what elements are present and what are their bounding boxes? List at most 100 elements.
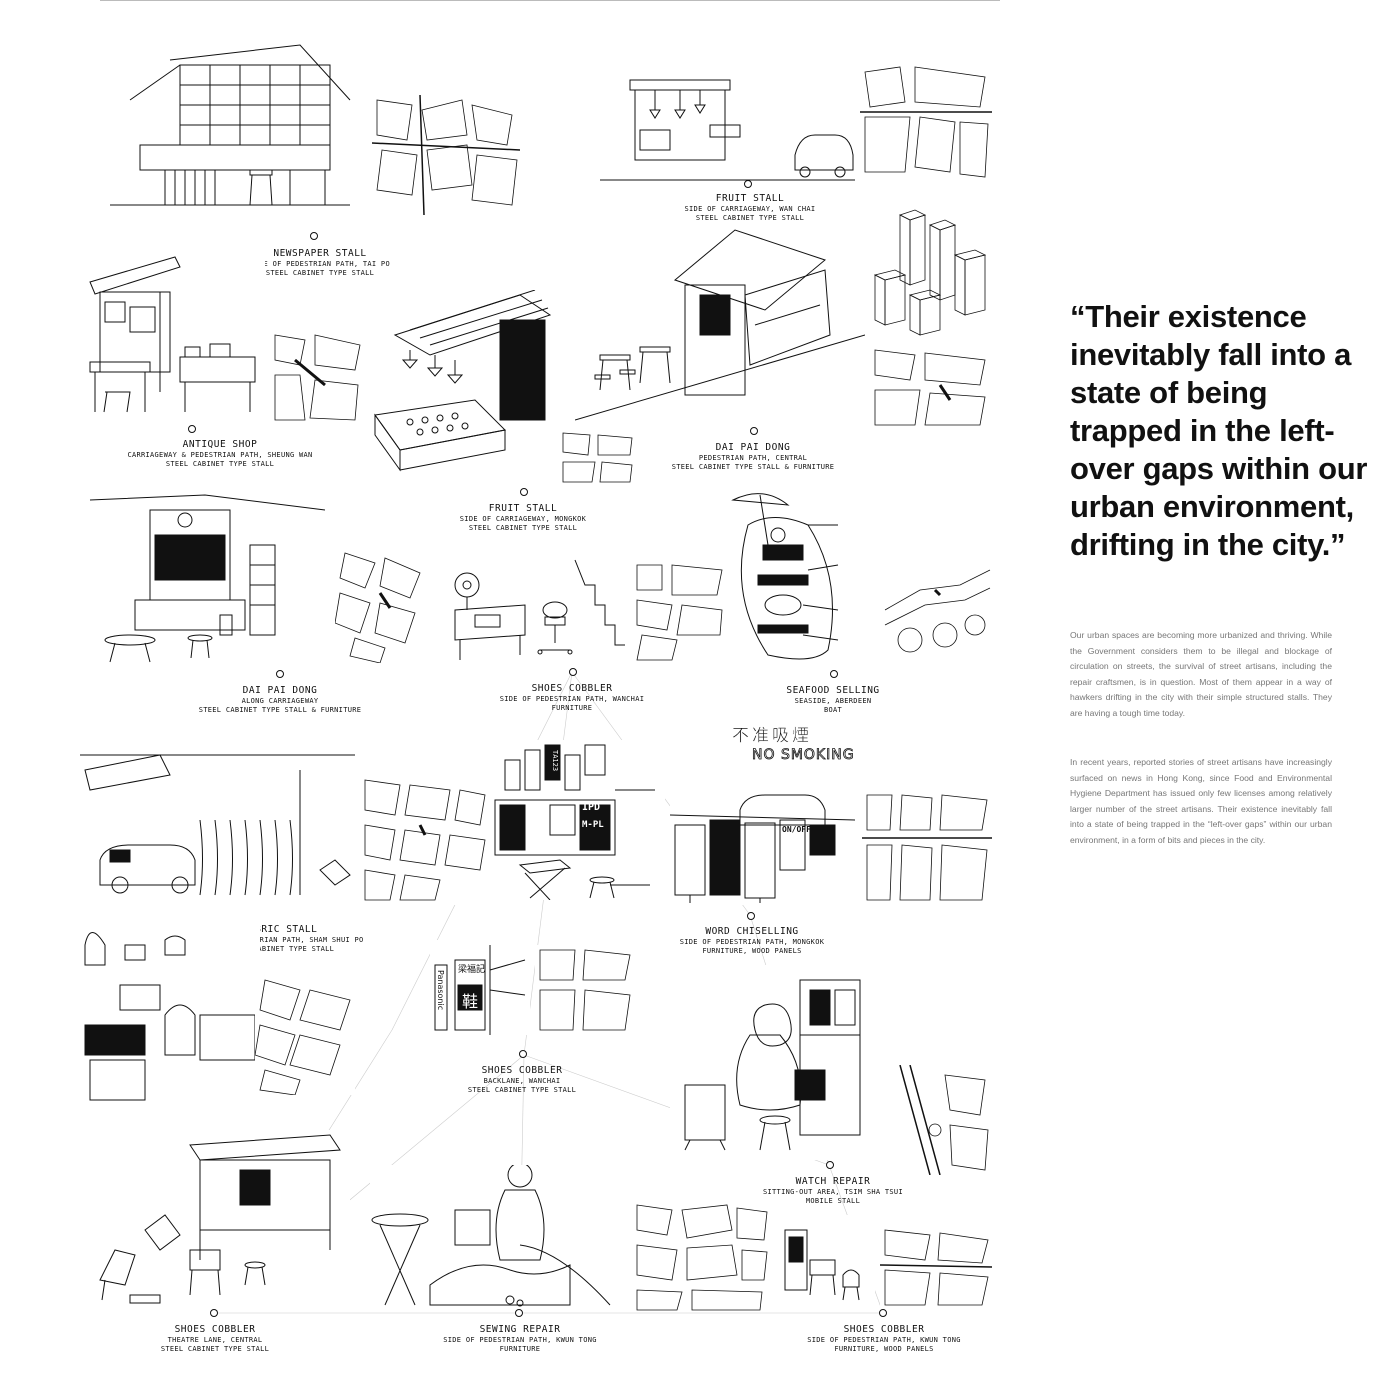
- caption-type: FURNITURE: [499, 1344, 541, 1353]
- watch-repair-marker: [826, 1161, 834, 1169]
- caption-location: BACKLANE, WANCHAI: [483, 1076, 561, 1085]
- caption-type: STEEL CABINET TYPE STALL: [695, 213, 805, 222]
- fabric-stall-furniture-map: [255, 975, 355, 1095]
- sign-ta123: TA123: [551, 750, 559, 772]
- shoes-cobbler-wanchai-sketch: [445, 555, 625, 665]
- no-smoking-chinese: 不准吸煙: [732, 726, 812, 747]
- shoes-cobbler-backlane-marker: [519, 1050, 527, 1058]
- antique-shop-caption: ANTIQUE SHOP CARRIAGEWAY & PEDESTRIAN PA…: [100, 439, 340, 468]
- caption-location: SIDE OF CARRIAGEWAY, WAN CHAI: [684, 204, 816, 213]
- kwun-tong-map-right: [880, 1225, 992, 1310]
- sign-cobbler-name: 梁福記: [458, 965, 486, 975]
- sign-mpl: M-PL: [582, 820, 604, 830]
- caption-type: STEEL CABINET TYPE STALL: [160, 1344, 270, 1353]
- caption-title: SEWING REPAIR: [479, 1324, 561, 1335]
- fruit-stall-wanchai-sketch: [600, 60, 855, 185]
- no-smoking-english: NO SMOKING: [752, 747, 855, 764]
- seafood-boat-map: [880, 550, 992, 660]
- kwun-tong-cobbler-marker: [879, 1309, 887, 1317]
- newspaper-stall-marker: [310, 232, 318, 240]
- caption-title: SEAFOOD SELLING: [786, 685, 880, 696]
- caption-location: SEASIDE, ABERDEEN: [794, 696, 872, 705]
- caption-title: FRUIT STALL: [715, 193, 785, 204]
- caption-type: STEEL CABINET TYPE STALL: [468, 523, 578, 532]
- caption-type: BOAT: [823, 705, 843, 714]
- caption-type: FURNITURE, WOOD PANELS: [834, 1344, 934, 1353]
- kwun-tong-cobbler-caption: SHOES COBBLER SIDE OF PEDESTRIAN PATH, K…: [764, 1324, 1004, 1353]
- shoes-cobbler-wanchai-caption: SHOES COBBLER SIDE OF PEDESTRIAN PATH, W…: [452, 683, 692, 712]
- fruit-stall-mongkok-sketch: [370, 290, 555, 480]
- dai-pai-dong-central-sketch: [575, 225, 865, 425]
- caption-location: SIDE OF PEDESTRIAN PATH, MONGKOK: [679, 937, 825, 946]
- seafood-selling-caption: SEAFOOD SELLING SEASIDE, ABERDEEN BOAT: [713, 685, 953, 714]
- sign-shoe: 鞋: [462, 992, 479, 1011]
- caption-title: SHOES COBBLER: [481, 1065, 563, 1076]
- kwun-tong-map-left: [632, 1200, 772, 1312]
- fabric-stall-caption: FABRIC STALL SIDE OF PEDESTRIAN PATH, SH…: [160, 924, 400, 953]
- caption-location: SIDE OF PEDESTRIAN PATH, SHAM SHUI PO: [196, 935, 364, 944]
- word-chiselling-sketch: 不准吸煙 NO SMOKING ON/OFF: [670, 715, 855, 905]
- fabric-stall-map: [360, 775, 490, 905]
- caption-type: MOBILE STALL: [805, 1196, 861, 1205]
- sketch-sheet: NEWSPAPER STALL SIDE OF PEDESTRIAN PATH,…: [80, 40, 1004, 1353]
- theatre-lane-cobbler-marker: [210, 1309, 218, 1317]
- antique-shop-map: [270, 330, 365, 425]
- caption-title: WATCH REPAIR: [795, 1176, 871, 1187]
- dai-pai-dong-along-marker: [276, 670, 284, 678]
- caption-type: STEEL CABINET TYPE STALL: [467, 1085, 577, 1094]
- dai-pai-dong-central-caption: DAI PAI DONG PEDESTRIAN PATH, CENTRAL ST…: [633, 442, 873, 471]
- shoes-cobbler-backlane-sketch: Panasonic 梁福記 鞋: [430, 940, 530, 1035]
- sign-ipd: IPD: [582, 802, 601, 813]
- caption-type: STEEL CABINET TYPE STALL & FURNITURE: [198, 705, 362, 714]
- fruit-stall-mongkok-marker: [520, 488, 528, 496]
- fruit-stall-wanchai-caption: FRUIT STALL SIDE OF CARRIAGEWAY, WAN CHA…: [630, 193, 870, 222]
- caption-title: NEWSPAPER STALL: [273, 248, 367, 259]
- word-chiselling-caption: WORD CHISELLING SIDE OF PEDESTRIAN PATH,…: [632, 926, 872, 955]
- fruit-stall-mongkok-map: [560, 430, 635, 485]
- fruit-stall-wanchai-marker: [744, 180, 752, 188]
- caption-type: FURNITURE, WOOD PANELS: [702, 946, 802, 955]
- sign-onoff: ON/OFF: [782, 825, 811, 834]
- caption-location: THEATRE LANE, CENTRAL: [167, 1335, 263, 1344]
- caption-type: STEEL CABINET TYPE STALL: [165, 459, 275, 468]
- caption-location: SIDE OF PEDESTRIAN PATH, TAI PO: [250, 259, 390, 268]
- watch-repair-map: [890, 1065, 992, 1175]
- word-chiselling-map: [862, 790, 992, 905]
- top-rule: [100, 0, 1000, 1]
- caption-location: ALONG CARRIAGEWAY: [241, 696, 319, 705]
- dai-pai-dong-central-marker: [750, 427, 758, 435]
- dai-pai-dong-along-caption: DAI PAI DONG ALONG CARRIAGEWAY STEEL CAB…: [160, 685, 400, 714]
- dai-pai-dong-central-3d-map: [870, 205, 990, 340]
- caption-title: SHOES COBBLER: [174, 1324, 256, 1335]
- watch-repair-caption: WATCH REPAIR SITTING-OUT AREA, TSIM SHA …: [713, 1176, 953, 1205]
- caption-location: CARRIAGEWAY & PEDESTRIAN PATH, SHEUNG WA…: [127, 450, 313, 459]
- kwun-tong-cobbler-sketch: [775, 1215, 875, 1310]
- caption-type: STEEL CABINET TYPE STALL: [225, 944, 335, 953]
- theatre-lane-cobbler-caption: SHOES COBBLER THEATRE LANE, CENTRAL STEE…: [95, 1324, 335, 1353]
- caption-location: SIDE OF CARRIAGEWAY, MONGKOK: [459, 514, 587, 523]
- caption-type: STEEL CABINET TYPE STALL: [265, 268, 375, 277]
- fabric-stall-sketch: [80, 750, 355, 900]
- dai-pai-dong-along-map: [335, 548, 430, 663]
- watch-repair-sketch: [670, 965, 885, 1160]
- sewing-repair-marker: [515, 1309, 523, 1317]
- caption-location: SIDE OF PEDESTRIAN PATH, WANCHAI: [499, 694, 645, 703]
- newspaper-stall-sketch: [100, 40, 360, 210]
- second-paragraph: In recent years, reported stories of str…: [1070, 757, 1332, 845]
- newspaper-stall-caption: NEWSPAPER STALL SIDE OF PEDESTRIAN PATH,…: [200, 248, 440, 277]
- caption-location: SIDE OF PEDESTRIAN PATH, KWUN TONG: [443, 1335, 597, 1344]
- intro-paragraph: Our urban spaces are becoming more urban…: [1070, 630, 1332, 718]
- caption-type: FURNITURE: [551, 703, 593, 712]
- shoes-cobbler-backlane-map: [535, 945, 635, 1035]
- fruit-stall-wanchai-map: [860, 62, 992, 182]
- sign-panasonic: Panasonic: [436, 970, 445, 1011]
- sewing-repair-sketch: [370, 1165, 630, 1310]
- caption-title: FABRIC STALL: [242, 924, 318, 935]
- caption-title: SHOES COBBLER: [843, 1324, 925, 1335]
- seafood-selling-marker: [830, 670, 838, 678]
- seafood-boat-sketch: [728, 485, 878, 660]
- antique-shop-sketch: [85, 252, 265, 417]
- caption-title: ANTIQUE SHOP: [182, 439, 258, 450]
- dai-pai-dong-central-map: [870, 345, 990, 430]
- theatre-lane-cobbler-sketch: [90, 1130, 350, 1310]
